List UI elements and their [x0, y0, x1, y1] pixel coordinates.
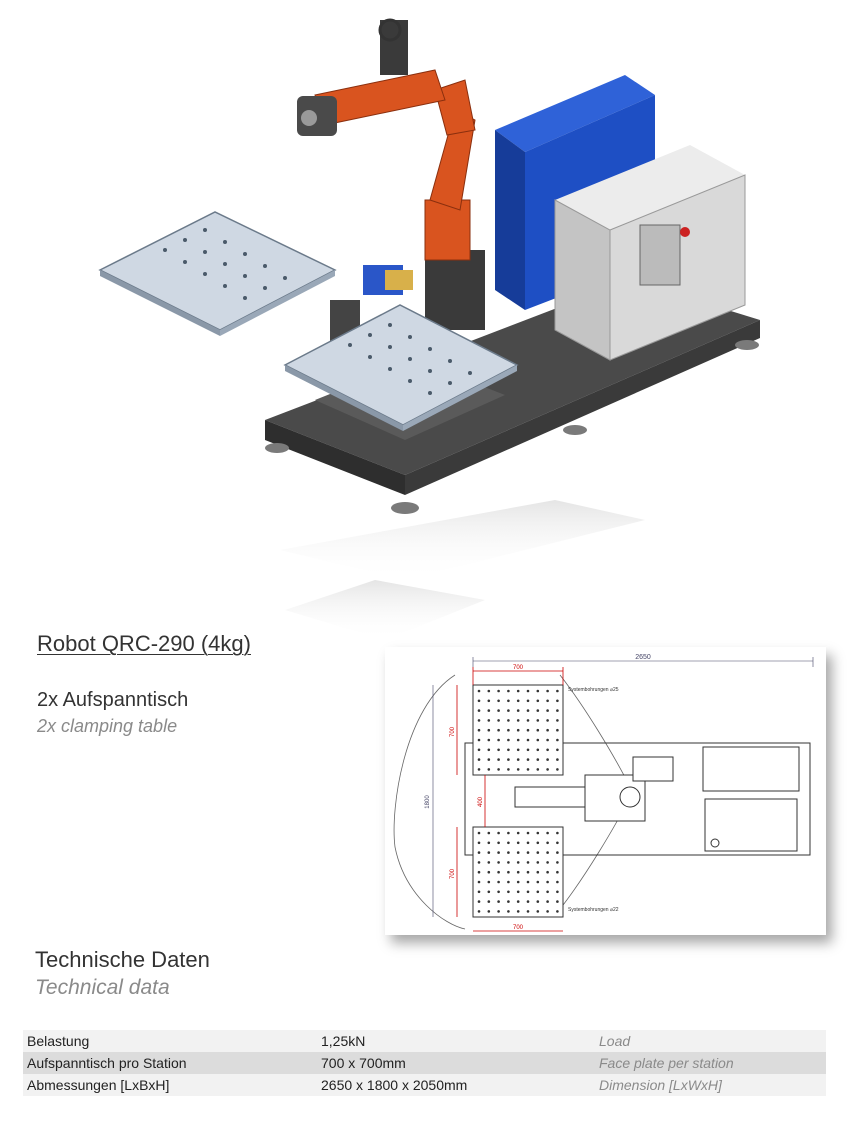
dim-table-width-top: 700 [513, 665, 524, 671]
dim-table-width-bottom: 700 [513, 925, 524, 931]
technical-heading-de: Technische Daten [35, 947, 210, 972]
note-top: Systembohrungen ⌀25 [568, 687, 619, 693]
spec-row-face-plate: Aufspanntisch pro Station 700 x 700mm Fa… [23, 1052, 826, 1074]
feature-label-de: 2x Aufspanntisch [37, 689, 189, 711]
spec-label-en: Load [595, 1030, 826, 1052]
product-title: Robot QRC-290 (4kg) [37, 631, 251, 656]
note-bottom: Systembohrungen ⌀22 [568, 907, 619, 913]
top-view-drawing: 2650 700 700 1800 700 700 400 Systembohr… [393, 654, 814, 932]
spec-row-dimension: Abmessungen [LxBxH] 2650 x 1800 x 2050mm… [23, 1074, 826, 1096]
spec-value: 700 x 700mm [317, 1052, 595, 1074]
technical-heading-en: Technical data [35, 976, 170, 999]
spec-value: 2650 x 1800 x 2050mm [317, 1074, 595, 1096]
dim-total-width: 2650 [635, 654, 651, 661]
layout-drawing: 2650 700 700 1800 700 700 400 Systembohr… [385, 647, 826, 935]
spec-label-de: Aufspanntisch pro Station [23, 1052, 317, 1074]
dim-height-total: 1800 [425, 795, 431, 809]
spec-label-en: Dimension [LxWxH] [595, 1074, 826, 1096]
robot-cell-rendering [85, 0, 785, 660]
spec-label-de: Abmessungen [LxBxH] [23, 1074, 317, 1096]
spec-label-de: Belastung [23, 1030, 317, 1052]
dim-table-height-top: 700 [450, 726, 456, 737]
dim-table-height-bottom: 700 [450, 868, 456, 879]
dim-center: 400 [478, 796, 484, 807]
spec-value: 1,25kN [317, 1030, 595, 1052]
feature-label-en: 2x clamping table [37, 716, 178, 736]
spec-label-en: Face plate per station [595, 1052, 826, 1074]
spec-table: Belastung 1,25kN Load Aufspanntisch pro … [23, 1030, 826, 1096]
spec-row-load: Belastung 1,25kN Load [23, 1030, 826, 1052]
robot-cell-illustration [98, 18, 760, 640]
